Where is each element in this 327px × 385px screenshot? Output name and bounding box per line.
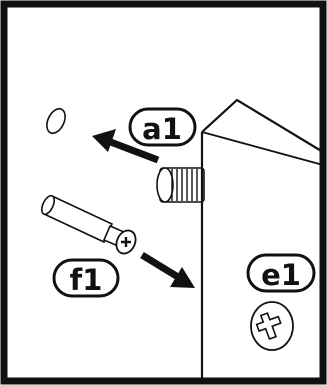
- label-f1-text: f1: [70, 263, 103, 297]
- arrow-down-right-icon: [140, 252, 195, 288]
- hole-icon: [46, 107, 66, 135]
- label-e1-text: e1: [261, 258, 301, 292]
- label-a1: a1: [128, 107, 197, 147]
- label-e1: e1: [246, 253, 316, 293]
- knurled-insert-icon: [156, 167, 205, 203]
- label-f1: f1: [52, 258, 120, 298]
- cabinet-panel: [200, 98, 324, 381]
- label-a1-text: a1: [142, 112, 182, 146]
- arrow-left-icon: [92, 129, 160, 164]
- phillips-screw-icon: [250, 301, 294, 351]
- dowel-pin-icon: [41, 194, 137, 255]
